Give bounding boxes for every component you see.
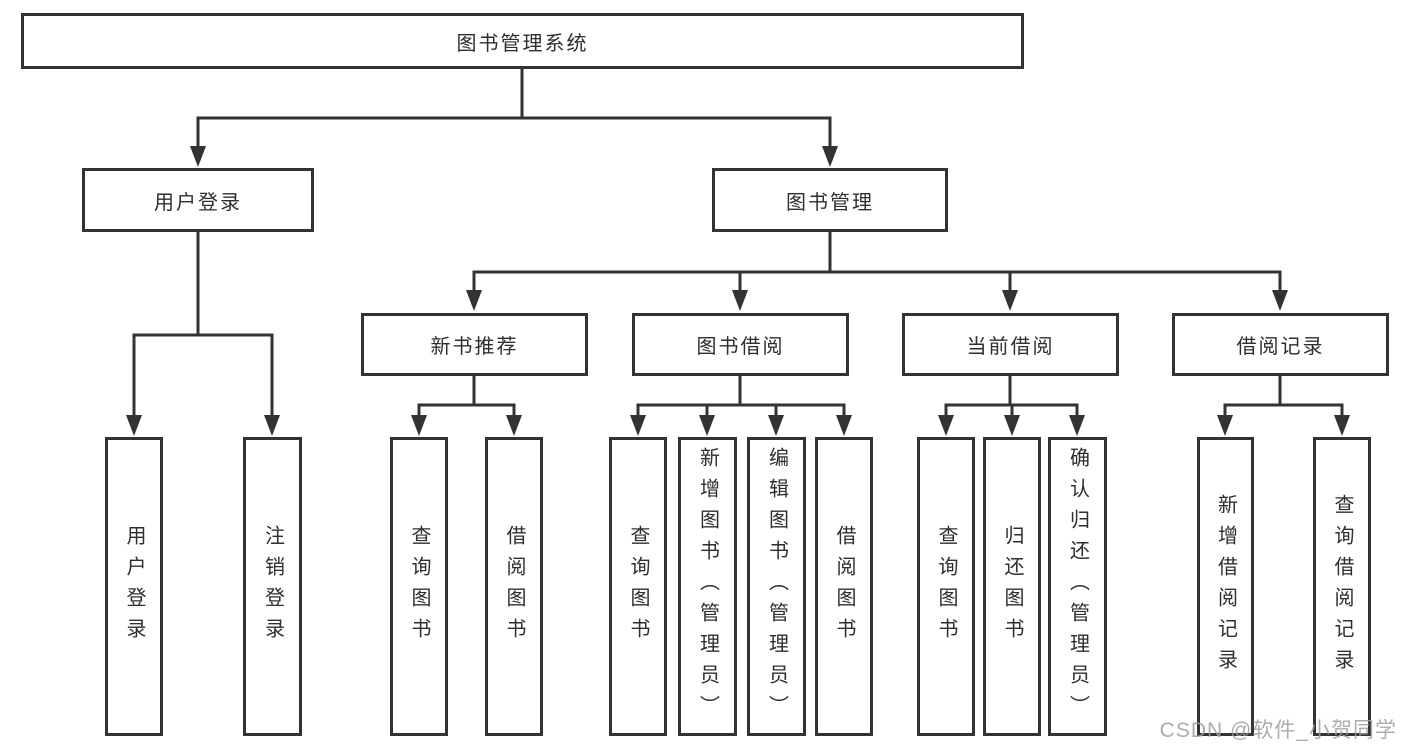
csdn-watermark: CSDN @软件_小贺同学: [1159, 719, 1397, 742]
node-current-borrow: 当前借阅: [902, 313, 1119, 376]
node-book-management: 图书管理: [712, 168, 948, 232]
node-root: 图书管理系统: [21, 13, 1024, 69]
node-new-book-recommend: 新书推荐: [361, 313, 588, 376]
leaf-query-books-1: 查询图书: [390, 437, 448, 736]
leaf-return-books: 归还图书: [983, 437, 1041, 736]
leaf-borrow-books-2: 借阅图书: [815, 437, 873, 736]
leaf-add-books-admin: 新增图书（管理员）: [678, 437, 737, 736]
leaf-confirm-return-admin: 确认归还（管理员）: [1048, 437, 1107, 736]
leaf-add-borrow-record: 新增借阅记录: [1197, 437, 1254, 736]
arrowheads: [126, 146, 1350, 436]
node-book-borrow: 图书借阅: [632, 313, 849, 376]
leaf-query-books-3: 查询图书: [917, 437, 975, 736]
leaf-borrow-books-1: 借阅图书: [485, 437, 543, 736]
leaf-logout: 注销登录: [243, 437, 302, 736]
leaf-user-login: 用户登录: [105, 437, 163, 736]
leaf-query-books-2: 查询图书: [609, 437, 667, 736]
leaf-edit-books-admin: 编辑图书（管理员）: [747, 437, 806, 736]
node-borrow-records: 借阅记录: [1172, 313, 1389, 376]
node-user-login: 用户登录: [82, 168, 314, 232]
leaf-query-borrow-record: 查询借阅记录: [1313, 437, 1371, 736]
